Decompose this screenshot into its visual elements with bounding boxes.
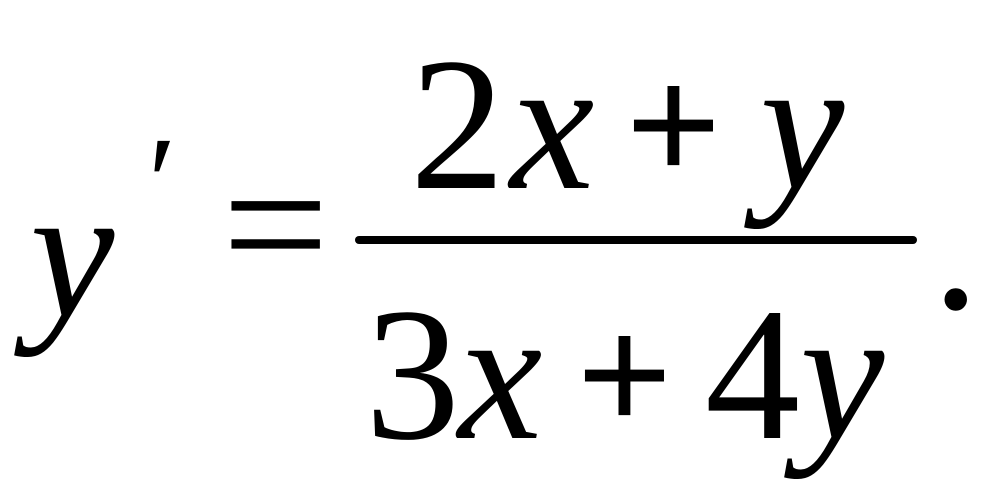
- numerator-variable-x: x: [510, 20, 595, 230]
- terminating-period: .: [932, 140, 980, 350]
- fraction-bar: [355, 236, 917, 244]
- numerator-plus-sign: +: [625, 31, 722, 219]
- denominator-variable-y: y: [800, 270, 885, 480]
- denominator-variable-x: x: [458, 270, 543, 480]
- numerator-variable-y: y: [760, 20, 845, 230]
- denominator-plus-sign: +: [576, 281, 673, 469]
- numerator-coefficient-2: 2: [410, 20, 505, 230]
- prime-mark: ′: [148, 111, 177, 255]
- denominator-coefficient-3: 3: [365, 270, 460, 480]
- denominator-coefficient-4: 4: [705, 270, 800, 480]
- lhs-variable-y: y: [30, 148, 115, 358]
- equals-sign: =: [222, 120, 330, 330]
